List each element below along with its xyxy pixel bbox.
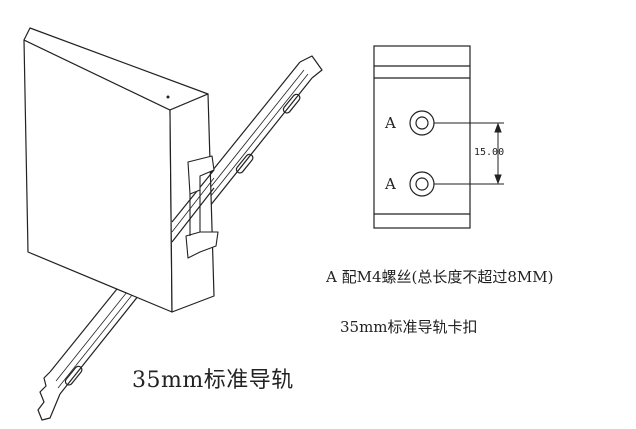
hole-bottom-outer [409, 171, 435, 197]
rail-clip [185, 155, 219, 259]
clip-front-view [373, 45, 471, 229]
rail-name: 35mm标准导轨 [132, 368, 294, 393]
dimension-value: 15.00 [474, 147, 505, 158]
arrow-down [494, 174, 502, 185]
rail-front-edge-upper [171, 169, 215, 223]
din-rail-front [171, 169, 215, 243]
hole-top-outer [409, 110, 435, 136]
rail-front-edge-lower [171, 187, 215, 243]
clip-body [189, 190, 201, 236]
rail-edge-top-lip [299, 55, 323, 79]
dimension-annotation [434, 122, 504, 185]
hole-label-bottom: A [385, 175, 396, 193]
rail-slot-top [282, 93, 301, 114]
enclosure-box [23, 27, 215, 313]
box-side-face [169, 93, 215, 313]
clip-name: 35mm标准导轨卡扣 [340, 318, 478, 336]
hole-top-inner [415, 116, 429, 130]
arrow-up [494, 122, 502, 133]
hole-bottom-inner [415, 177, 429, 191]
screw-note: A 配M4螺丝(总长度不超过8MM) [326, 268, 554, 286]
rail-front-channel [171, 177, 215, 233]
clip-outline [373, 45, 471, 229]
rail-end-profile [37, 371, 61, 421]
box-top-dot [166, 95, 170, 99]
hole-label-top: A [385, 114, 396, 132]
rail-slot-bottom [64, 365, 83, 386]
rail-slot-mid-upper [235, 153, 254, 174]
